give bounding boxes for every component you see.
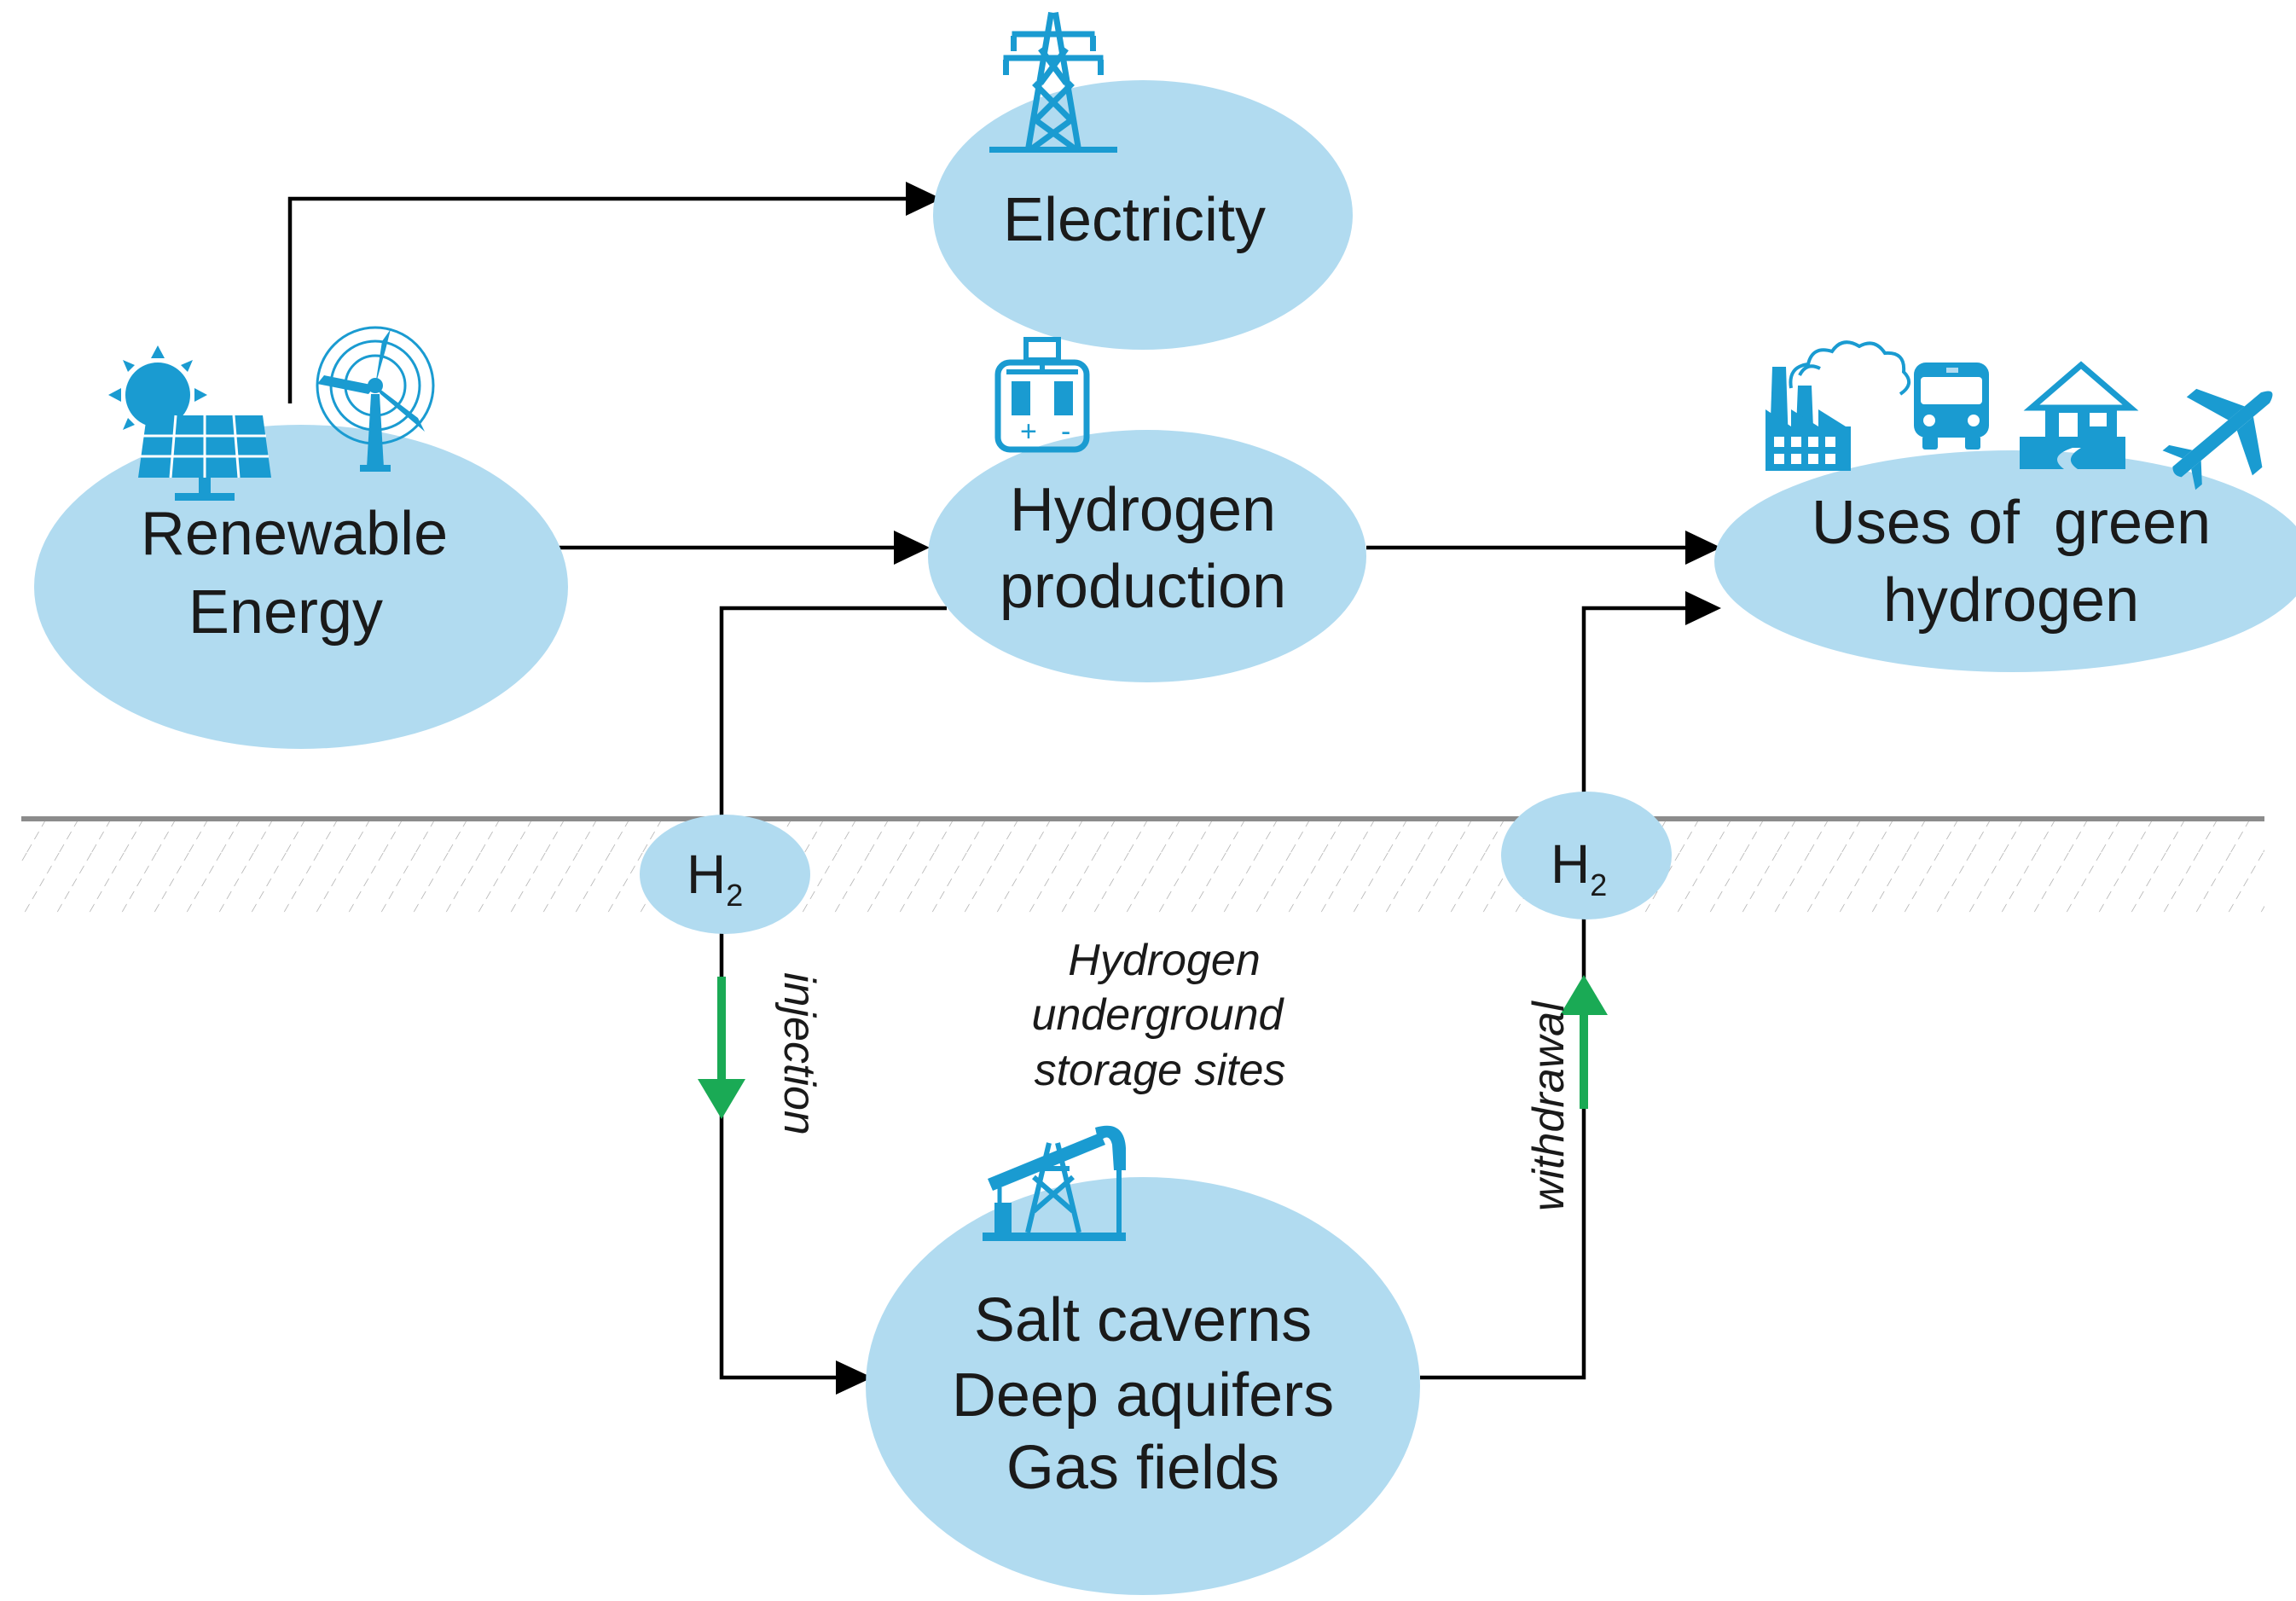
node-storage-formations: Salt caverns Deep aquifers Gas fields bbox=[866, 1177, 1420, 1595]
caption-line: storage sites bbox=[1035, 1046, 1286, 1095]
electrolyzer-icon: + - bbox=[994, 337, 1090, 453]
storage-sites-caption: Hydrogen underground storage sites bbox=[1032, 936, 1286, 1095]
power-pylon-icon bbox=[989, 11, 1117, 153]
node-label-line: Deep aquifers bbox=[952, 1361, 1334, 1430]
factory-icon bbox=[1765, 340, 1910, 471]
arrow-storage-to-uses bbox=[1420, 606, 1685, 1380]
caption-line: underground bbox=[1032, 990, 1285, 1040]
minus-sign: - bbox=[1061, 415, 1070, 448]
house-icon bbox=[2020, 361, 2139, 469]
node-label-line: Renewable bbox=[141, 500, 448, 568]
node-renewable-energy: Renewable Energy bbox=[34, 425, 568, 749]
withdrawal-arrow bbox=[1560, 975, 1608, 1109]
node-hydrogen-production: Hydrogen production bbox=[928, 430, 1366, 682]
node-label: Electricity bbox=[1003, 186, 1266, 254]
node-h2-withdrawal: H2 bbox=[1501, 792, 1672, 919]
flow-arrows bbox=[287, 182, 1721, 1395]
solar-panel-icon bbox=[108, 345, 271, 501]
injection-label: injection bbox=[774, 972, 824, 1135]
node-label-line: Gas fields bbox=[1006, 1434, 1279, 1502]
node-label-line: hydrogen bbox=[1883, 566, 2139, 635]
node-label-line: Uses of green bbox=[1812, 489, 2211, 557]
node-h2-injection: H2 bbox=[640, 815, 810, 934]
oil-pump-jack-icon bbox=[983, 1125, 1126, 1241]
node-label-line: Hydrogen bbox=[1010, 476, 1276, 544]
node-uses-of-green-hydrogen: Uses of green hydrogen bbox=[1714, 450, 2296, 672]
ground-surface bbox=[21, 816, 2264, 914]
airplane-icon bbox=[2162, 388, 2273, 490]
node-label-line: production bbox=[1000, 553, 1286, 621]
arrow-production-to-storage bbox=[719, 606, 947, 1380]
plus-sign: + bbox=[1020, 415, 1037, 448]
wind-turbine-icon bbox=[316, 326, 435, 472]
caption-line: Hydrogen bbox=[1068, 936, 1260, 985]
node-label-line: Energy bbox=[188, 578, 383, 647]
arrow-renewable-to-electricity bbox=[287, 196, 906, 403]
h2-label: H2 bbox=[1551, 833, 1607, 902]
bus-icon bbox=[1914, 363, 1989, 450]
node-electricity: Electricity bbox=[933, 80, 1353, 350]
withdrawal-label: withdrawal bbox=[1524, 1001, 1574, 1211]
h2-label: H2 bbox=[687, 844, 743, 913]
injection-arrow bbox=[698, 977, 745, 1119]
node-label-line: Salt caverns bbox=[974, 1286, 1312, 1354]
